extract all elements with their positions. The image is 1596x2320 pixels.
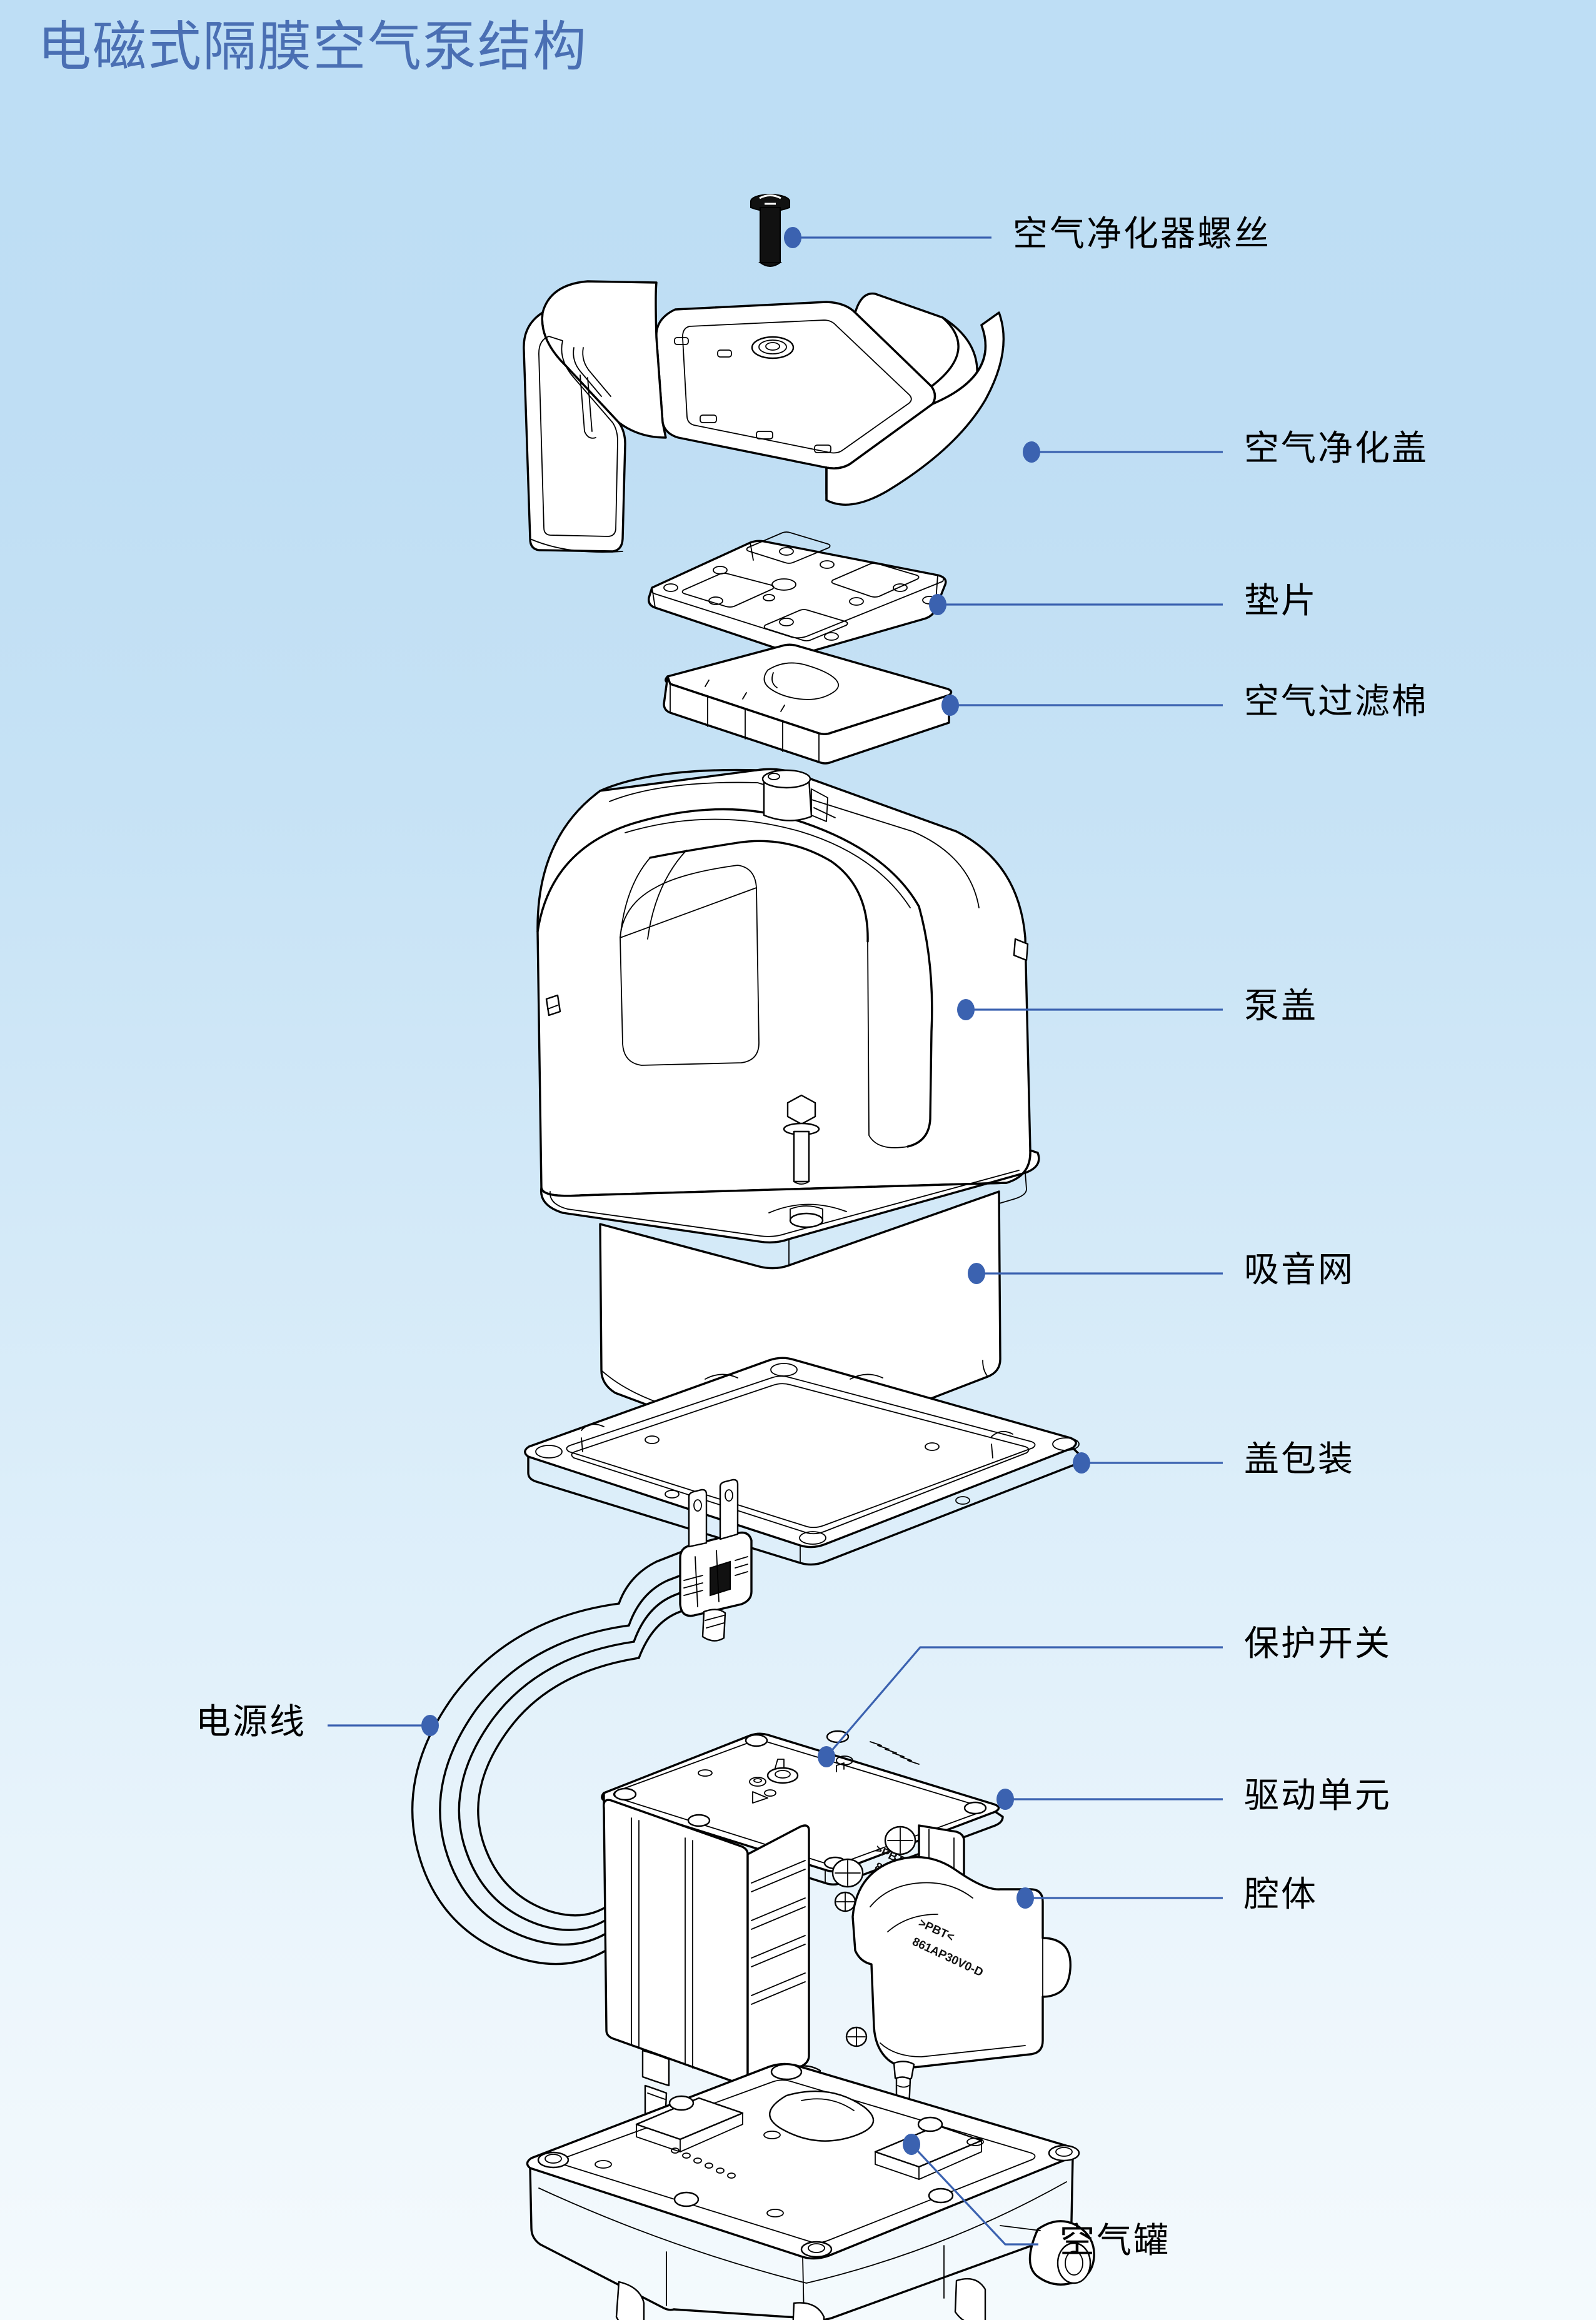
part-chamber: >PBT< 861AP30V0-D (845, 1855, 1072, 2111)
pump-cover-bolt (783, 1094, 820, 1185)
callout-power_cord: 电源线 (196, 1703, 439, 1742)
callout-dot (1073, 1452, 1090, 1474)
callout-dot (968, 1263, 985, 1284)
part-air-purifier-cover (523, 280, 1005, 553)
callout-label-sound_absorbing_mesh: 吸音网 (1244, 1251, 1355, 1290)
callout-label-gasket: 垫片 (1244, 582, 1318, 621)
callout-pump_cover: 泵盖 (957, 987, 1318, 1026)
callout-label-drive_unit: 驱动单元 (1244, 1777, 1392, 1815)
leader-line (910, 2143, 1038, 2246)
callout-label-air_tank: 空气罐 (1060, 2222, 1170, 2261)
callout-dot (929, 594, 946, 615)
part-air-tank (526, 2062, 1095, 2320)
part-air-purifier-screw (750, 194, 790, 267)
callout-dot (941, 695, 959, 716)
callout-label-pump_cover: 泵盖 (1244, 987, 1318, 1026)
callout-label-power_cord: 电源线 (196, 1703, 306, 1742)
callout-dot (1016, 1887, 1034, 1909)
callout-air_purifier_screw: 空气净化器螺丝 (784, 215, 1271, 254)
callout-dot (818, 1746, 835, 1767)
part-cover-packing (524, 1357, 1082, 1566)
callout-cover_packing: 盖包装 (1073, 1440, 1355, 1479)
leader-line (825, 1646, 1223, 1758)
callout-dot (421, 1715, 439, 1736)
callout-air_tank: 空气罐 (903, 2134, 1170, 2261)
callout-air_filter_cotton: 空气过滤棉 (941, 683, 1428, 721)
part-gasket (648, 531, 947, 655)
page-title: 电磁式隔膜空气泵结构 (38, 17, 588, 77)
callout-dot (903, 2134, 920, 2155)
callout-label-chamber: 腔体 (1244, 1876, 1318, 1914)
callout-air_purifier_cover: 空气净化盖 (1023, 429, 1428, 468)
part-pump-cover (536, 768, 1040, 1266)
callout-sound_absorbing_mesh: 吸音网 (968, 1251, 1355, 1290)
callout-dot (957, 999, 975, 1020)
part-air-filter-cotton (663, 643, 953, 765)
callout-dot (784, 227, 801, 248)
callout-dot (996, 1789, 1014, 1810)
drive-unit-screws (831, 1825, 916, 1912)
callout-gasket: 垫片 (929, 582, 1318, 621)
callout-label-air_purifier_screw: 空气净化器螺丝 (1013, 215, 1271, 254)
callout-label-air_filter_cotton: 空气过滤棉 (1244, 683, 1428, 721)
callout-protective_switch: 保护开关 (818, 1625, 1392, 1767)
callout-chamber: 腔体 (1016, 1876, 1318, 1914)
callout-label-protective_switch: 保护开关 (1244, 1625, 1392, 1664)
callout-dot (1023, 441, 1040, 463)
part-drive-unit: >PBT< 861AP30V0-D (601, 1730, 1004, 2123)
callout-drive_unit: 驱动单元 (996, 1777, 1392, 1815)
callout-label-cover_packing: 盖包装 (1244, 1440, 1355, 1479)
power-plug (679, 1479, 753, 1642)
callout-label-air_purifier_cover: 空气净化盖 (1244, 429, 1428, 468)
